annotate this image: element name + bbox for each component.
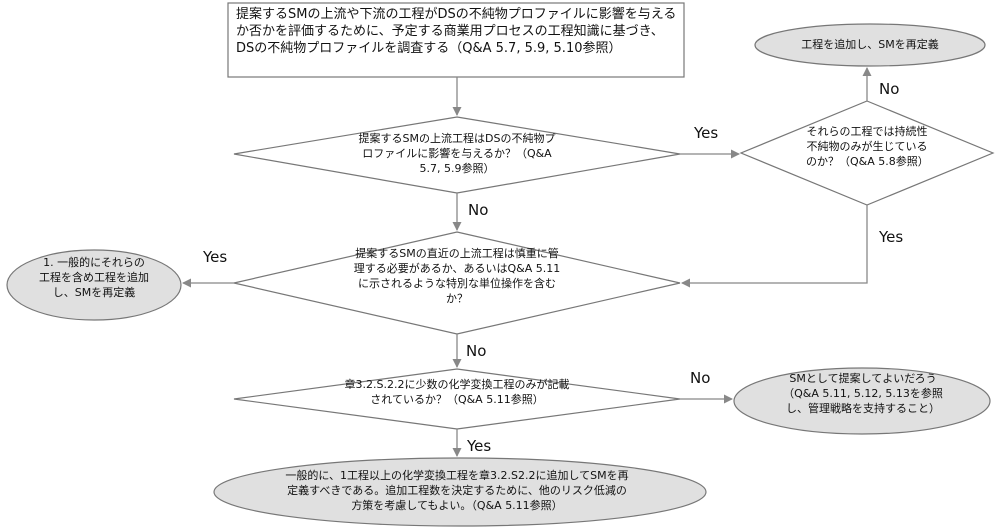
edge-label-dr-no: No — [879, 80, 900, 98]
right-oval-shape — [733, 367, 991, 435]
decision-right-text: それらの工程では持続性不純物のみが生じているのか？（Q&A 5.8参照） — [806, 125, 929, 168]
decision-2-text: 提案するSMの直近の上流工程は慎重に管理する必要があるか、あるいはQ&A 5.1… — [353, 247, 561, 305]
edge-label-d2-no: No — [466, 342, 487, 360]
edge-label-d3-no: No — [690, 369, 711, 387]
bottom-oval-text: 一般的に、1工程以上の化学変換工程を章3.2.S2.2に追加してSMを再定義すべ… — [285, 469, 629, 512]
bottom-oval-shape — [213, 457, 707, 527]
left-oval-text: 1. 一般的にそれらの工程を含め工程を追加し、SMを再定義 — [39, 256, 149, 299]
top-right-oval-shape — [754, 23, 986, 67]
decision-1-text: 提案するSMの上流工程はDSの不純物プロファイルに影響を与えるか？（Q&A 5.… — [358, 132, 556, 175]
edge-label-d3-yes: Yes — [467, 437, 492, 455]
top-right-oval-text: 工程を追加し、SMを再定義 — [801, 38, 939, 51]
edge-label-dr-yes: Yes — [879, 228, 904, 246]
decision-3-text: 章3.2.S.2.2に少数の化学変換工程のみが記載されているか？（Q&A 5.1… — [344, 378, 570, 406]
arrow-dr-yes — [681, 205, 868, 288]
start-box-text: 提案するSMの上流や下流の工程がDSの不純物プロファイルに影響を与えるか否かを評… — [236, 7, 677, 56]
edge-label-d1-no: No — [468, 201, 489, 219]
start-box-shape — [227, 2, 685, 78]
right-oval-text: SMとして提案してよいだろう（Q&A 5.11, 5.12, 5.13を参照し、… — [783, 372, 943, 415]
edge-label-d1-yes: Yes — [694, 124, 719, 142]
edge-label-d2-yes: Yes — [203, 248, 228, 266]
left-oval-shape — [6, 249, 182, 321]
